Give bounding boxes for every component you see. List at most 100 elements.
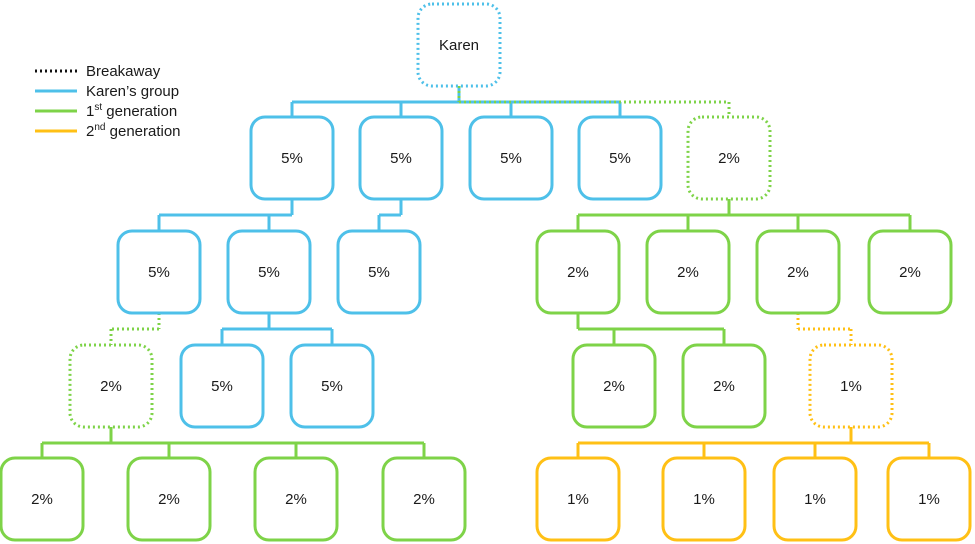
- node-b9: 5%: [289, 343, 375, 429]
- node-label: 2%: [31, 491, 53, 508]
- edge-b1: [157, 199, 294, 231]
- legend-item-0: Breakaway: [35, 63, 161, 80]
- legend-label-part: 2: [86, 123, 94, 140]
- edge-g2: [576, 313, 726, 345]
- node-g12: 2%: [381, 456, 467, 542]
- node-box: [577, 115, 663, 201]
- node-label: 2%: [285, 491, 307, 508]
- node-box: [661, 456, 747, 542]
- node-b6: 5%: [226, 229, 312, 315]
- node-label: 2%: [100, 378, 122, 395]
- node-o1: 1%: [808, 343, 894, 429]
- node-label: 5%: [609, 150, 631, 167]
- node-box: [381, 456, 467, 542]
- edge-b2: [377, 199, 403, 231]
- node-box: [226, 229, 312, 315]
- node-box: [358, 115, 444, 201]
- node-box: [535, 456, 621, 542]
- node-b3: 5%: [468, 115, 554, 201]
- node-o5: 1%: [886, 456, 972, 542]
- node-box: [336, 229, 422, 315]
- legend-label-part: Breakaway: [86, 63, 161, 80]
- node-g11: 2%: [253, 456, 339, 542]
- node-karen: Karen: [416, 2, 502, 88]
- node-box: [535, 229, 621, 315]
- node-box: [686, 115, 772, 201]
- node-box: [0, 456, 85, 542]
- node-label: 1%: [804, 491, 826, 508]
- node-box: [416, 2, 502, 88]
- node-label: 2%: [787, 264, 809, 281]
- node-b1: 5%: [249, 115, 335, 201]
- node-box: [755, 229, 841, 315]
- node-b4: 5%: [577, 115, 663, 201]
- node-box: [289, 343, 375, 429]
- node-box: [179, 343, 265, 429]
- legend-label-part: nd: [94, 122, 105, 133]
- node-label: 2%: [603, 378, 625, 395]
- node-label: 1%: [567, 491, 589, 508]
- node-g9: 2%: [0, 456, 85, 542]
- node-box: [126, 456, 212, 542]
- node-o4: 1%: [772, 456, 858, 542]
- node-g5: 2%: [867, 229, 953, 315]
- connectors: [40, 86, 931, 458]
- node-b7: 5%: [336, 229, 422, 315]
- node-box: [249, 115, 335, 201]
- node-g10: 2%: [126, 456, 212, 542]
- node-b2: 5%: [358, 115, 444, 201]
- legend-label-part: Karen’s group: [86, 83, 179, 100]
- legend-label: 2nd generation: [86, 122, 181, 140]
- node-label: 5%: [368, 264, 390, 281]
- node-label: 2%: [718, 150, 740, 167]
- node-box: [68, 343, 154, 429]
- node-label: 2%: [677, 264, 699, 281]
- node-box: [772, 456, 858, 542]
- node-g2: 2%: [535, 229, 621, 315]
- legend-label-part: generation: [102, 103, 177, 120]
- legend-label-part: 1: [86, 103, 94, 120]
- node-label: Karen: [439, 37, 479, 54]
- node-b8: 5%: [179, 343, 265, 429]
- node-o3: 1%: [661, 456, 747, 542]
- edge-g1: [576, 199, 912, 231]
- node-label: 5%: [390, 150, 412, 167]
- node-label: 2%: [713, 378, 735, 395]
- node-label: 2%: [413, 491, 435, 508]
- node-label: 5%: [281, 150, 303, 167]
- node-label: 1%: [918, 491, 940, 508]
- legend-label: 1st generation: [86, 102, 177, 120]
- legend-label-part: st: [94, 102, 102, 113]
- legend-label: Karen’s group: [86, 83, 179, 100]
- legend-item-3: 2nd generation: [35, 122, 181, 140]
- edge-g4: [796, 313, 853, 345]
- node-label: 2%: [567, 264, 589, 281]
- edge-g6: [40, 427, 426, 458]
- node-g1: 2%: [686, 115, 772, 201]
- node-box: [808, 343, 894, 429]
- node-label: 1%: [840, 378, 862, 395]
- node-g4: 2%: [755, 229, 841, 315]
- node-box: [886, 456, 972, 542]
- node-g3: 2%: [645, 229, 731, 315]
- legend-item-2: 1st generation: [35, 102, 177, 120]
- legend-item-1: Karen’s group: [35, 83, 179, 100]
- node-box: [681, 343, 767, 429]
- node-o2: 1%: [535, 456, 621, 542]
- node-label: 5%: [500, 150, 522, 167]
- legend-label-part: generation: [105, 123, 180, 140]
- node-box: [468, 115, 554, 201]
- node-box: [867, 229, 953, 315]
- edge-b5: [109, 313, 161, 345]
- node-label: 2%: [899, 264, 921, 281]
- node-box: [571, 343, 657, 429]
- node-g6: 2%: [68, 343, 154, 429]
- node-label: 2%: [158, 491, 180, 508]
- node-g8: 2%: [681, 343, 767, 429]
- edge-o1: [576, 427, 931, 458]
- node-label: 5%: [321, 378, 343, 395]
- node-box: [253, 456, 339, 542]
